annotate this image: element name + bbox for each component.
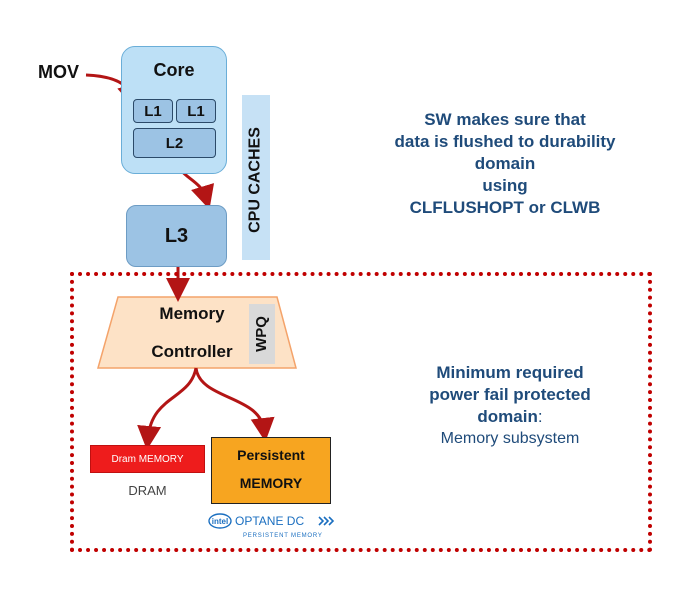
sw-note-line: SW makes sure that — [424, 110, 586, 129]
persistent-memory-label-line1: Persistent — [237, 447, 305, 463]
sw-note-line: domain — [474, 154, 536, 173]
persistent-memory-label-line2: MEMORY — [239, 475, 303, 491]
minimum-domain-note: Minimum required power fail protected do… — [375, 362, 645, 450]
power-fail-domain-border — [70, 272, 652, 552]
sw-note-line: data is flushed to durability — [394, 132, 616, 151]
l2-cache: L2 — [133, 128, 216, 158]
l3-cache: L3 — [126, 205, 227, 267]
dram-memory-box: Dram MEMORY — [90, 445, 205, 473]
min-note-line3: domain — [477, 407, 538, 426]
min-note-line2: power fail protected — [429, 385, 591, 404]
memory-controller-label-line2: Controller — [151, 342, 233, 361]
l1-cache-left: L1 — [133, 99, 173, 123]
core-label: Core — [153, 60, 195, 80]
optane-name-text: OPTANE DC — [235, 514, 304, 528]
memory-controller-shape — [97, 296, 297, 369]
min-note-line3-wrap: domain: — [375, 406, 645, 428]
intel-optane-logo: intel OPTANE DC PERSISTENT MEMORY — [208, 513, 335, 539]
optane-sub-text: PERSISTENT MEMORY — [243, 533, 323, 539]
l1-cache-right: L1 — [176, 99, 216, 123]
persistent-memory-box — [211, 437, 331, 504]
wpq-box — [249, 304, 275, 364]
mov-label: MOV — [38, 62, 80, 82]
sw-note-line: using — [482, 176, 528, 195]
arrow-mc-to-persistent — [194, 367, 275, 442]
arrow-mc-to-dram — [137, 367, 198, 450]
min-note-line4: Memory subsystem — [440, 430, 580, 447]
intel-logo-text: intel — [212, 517, 228, 526]
min-note-line1: Minimum required — [436, 363, 584, 382]
sw-note-line: CLFLUSHOPT or CLWB — [409, 198, 601, 217]
cpu-caches-label: CPU CACHES — [246, 127, 264, 233]
sw-flush-note: SW makes sure that data is flushed to du… — [345, 109, 665, 219]
min-note-colon: : — [537, 407, 543, 426]
dram-label: DRAM — [128, 483, 167, 498]
cpu-caches-bar — [242, 95, 270, 260]
wpq-label: WPQ — [253, 316, 270, 352]
memory-controller-label-line1: Memory — [159, 304, 225, 323]
